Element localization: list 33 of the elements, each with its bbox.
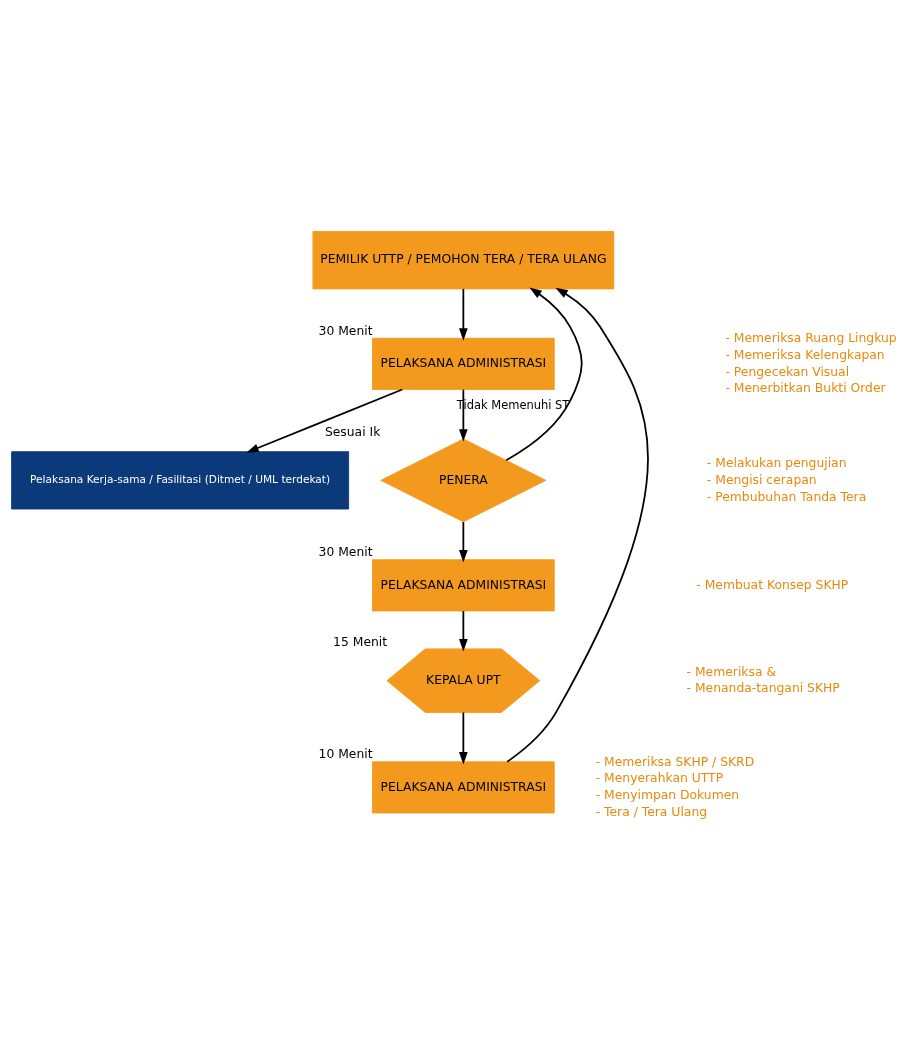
label: - Mengisi cerapan xyxy=(706,472,817,487)
label: - Menanda-tangani SKHP xyxy=(686,680,840,695)
label: - Memeriksa SKHP / SKRD xyxy=(595,754,755,769)
arrow xyxy=(459,609,468,651)
node-label: 10 Menit xyxy=(318,746,373,761)
label: - Pembubuhan Tanda Tera xyxy=(706,489,867,504)
label: - Pengecekan Visual xyxy=(725,364,850,379)
node-label: Sesuai Ik xyxy=(324,424,381,439)
arrow xyxy=(506,287,649,763)
arrow xyxy=(459,287,468,341)
node-box: Pelaksana Kerja-sama / Fasilitasi (Ditmet / UML terdekat) xyxy=(11,450,350,509)
label: - Membuat Konsep SKHP xyxy=(696,577,849,592)
label: - Menerbitkan Bukti Order xyxy=(725,380,886,395)
node-label: 15 Menit xyxy=(333,634,388,649)
arrow xyxy=(246,388,404,453)
label: - Tera / Tera Ulang xyxy=(595,804,708,819)
label: - Menyimpan Dokumen xyxy=(595,787,740,802)
node-box: PELAKSANA ADMINISTRASI xyxy=(372,760,555,813)
arrow xyxy=(505,286,583,461)
node-label: 30 Menit xyxy=(318,544,373,559)
label: - Menyerahkan UTTP xyxy=(595,770,724,785)
arrow xyxy=(459,711,468,764)
node-box: PELAKSANA ADMINISTRASI xyxy=(372,337,555,390)
node-box: PEMILIK UTTP / PEMOHON TERA / TERA ULANG xyxy=(312,230,615,289)
arrow xyxy=(459,388,468,441)
label: - Memeriksa & xyxy=(686,664,777,679)
label: - Melakukan pengujian xyxy=(706,455,847,470)
label: - Memeriksa Ruang Lingkup xyxy=(725,330,897,345)
node-diamond: PENERA xyxy=(380,437,547,522)
label: - Memeriksa Kelengkapan xyxy=(725,347,885,362)
node-box: PELAKSANA ADMINISTRASI xyxy=(372,558,555,611)
node-label: 30 Menit xyxy=(318,323,373,338)
arrow xyxy=(459,520,468,562)
